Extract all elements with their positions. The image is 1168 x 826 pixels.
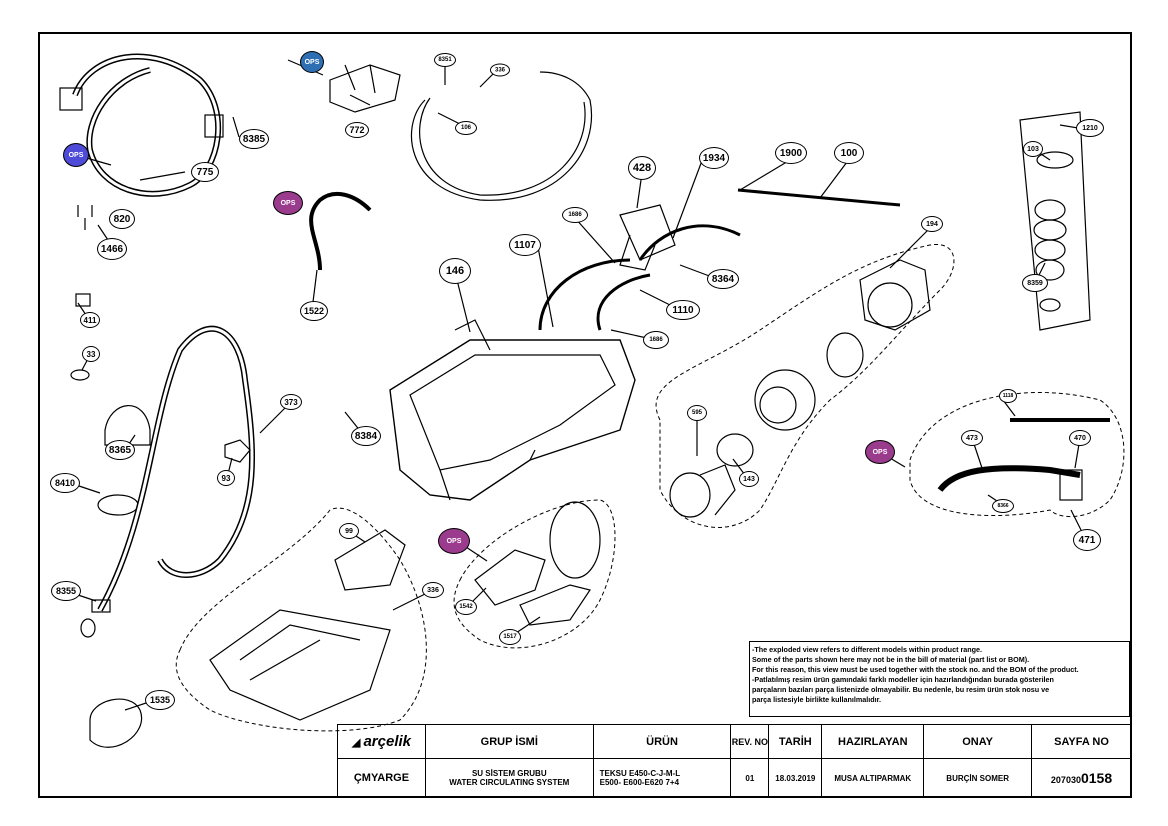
header-approval: ONAY [923,724,1033,759]
part-callout-1466: 1466 [97,238,127,260]
part-callout-194: 194 [921,216,943,232]
product-line-2: E500- E600-E620 7+4 [599,778,680,787]
part-callout-411: 411 [80,312,100,328]
part-callout-1686-top: 1686 [562,207,588,223]
brand-logo: ◢ arçelik [337,724,426,759]
brand-name: arçelik [363,733,411,750]
part-callout-8384: 8384 [351,426,381,446]
part-callout-8366: 8366 [992,499,1014,513]
part-callout-1522: 1522 [300,301,328,321]
ops-badge-1522: OPS [273,191,303,215]
note-line-5: parçaların bazıları parça listenizde olm… [752,685,1050,694]
part-callout-336-top: 336 [490,63,510,77]
part-callout-8410: 8410 [50,473,80,493]
part-callout-1900: 1900 [775,142,807,164]
part-callout-1686-bottom: 1686 [643,331,669,349]
part-callout-336-drawer: 336 [422,582,444,598]
page-number-suffix: 0158 [1080,770,1113,786]
prepared-cell: MUSA ALTIPARMAK [821,758,925,798]
part-callout-8351: 8351 [434,53,456,67]
date-cell: 18.03.2019 [768,758,823,798]
header-group: GRUP İSMİ [424,724,594,759]
part-callout-93: 93 [217,470,235,486]
ops-badge-772: OPS [300,51,324,73]
ops-badge-775: OPS [63,143,89,167]
header-product: ÜRÜN [592,724,732,759]
part-callout-595: 595 [687,405,707,421]
part-callout-8364: 8364 [707,269,739,289]
header-page: SAYFA NO [1031,724,1132,759]
group-line-1: SU SİSTEM GRUBU [471,769,547,778]
part-callout-8385: 8385 [239,129,269,149]
part-callout-373: 373 [280,394,302,410]
part-callout-106: 106 [455,121,477,135]
part-callout-1542: 1542 [455,599,477,615]
part-callout-1107: 1107 [509,234,541,256]
part-callout-473: 473 [961,430,983,446]
part-callout-143: 143 [739,471,759,487]
part-callout-775: 775 [191,162,219,182]
part-callout-99: 99 [339,523,359,539]
product-cell: TEKSU E450-C-J-M-L E500- E600-E620 7+4 [592,758,732,798]
part-callout-33: 33 [82,346,100,362]
page-number-cell: 2070300158 [1031,758,1132,798]
part-callout-1517: 1517 [499,629,521,645]
note-line-4: -Patlatılmış resim ürün gamındaki farklı… [752,675,1054,684]
exploded-view-note: -The exploded view refers to different m… [749,641,1130,717]
note-line-3: For this reason, this view must be used … [752,665,1079,674]
part-callout-428: 428 [628,156,656,180]
brand-mark-icon: ◢ [351,737,361,749]
part-callout-8365: 8365 [105,440,135,460]
page-number-prefix: 207030 [1050,775,1081,785]
part-callout-8355: 8355 [51,581,81,601]
approval-cell: BURÇİN SOMER [923,758,1033,798]
group-line-2: WATER CIRCULATING SYSTEM [449,778,570,787]
dept-cell: ÇMYARGE [337,758,426,798]
title-block: ◢ arçelik GRUP İSMİ ÜRÜN REV. NO TARİH H… [337,724,1132,798]
ops-badge-1542: OPS [438,528,470,554]
header-rev: REV. NO [730,724,770,759]
note-line-6: parça listesiyle birlikte kullanılmalıdı… [752,695,882,704]
product-line-1: TEKSU E450-C-J-M-L [599,769,681,778]
group-cell: SU SİSTEM GRUBU WATER CIRCULATING SYSTEM [424,758,594,798]
part-callout-1210: 1210 [1076,119,1104,137]
ops-badge-471: OPS [865,440,895,464]
part-callout-470: 470 [1069,430,1091,446]
part-callout-471: 471 [1073,529,1101,551]
header-date: TARİH [768,724,823,759]
header-prepared: HAZIRLAYAN [821,724,925,759]
part-callout-146: 146 [439,258,471,284]
part-callout-1535: 1535 [145,690,175,710]
rev-cell: 01 [730,758,770,798]
part-callout-100: 100 [834,142,864,164]
part-callout-1110: 1110 [666,300,700,320]
part-callout-8359: 8359 [1022,274,1048,292]
part-callout-1118: 1118 [999,389,1017,403]
note-line-2: Some of the parts shown here may not be … [752,655,1030,664]
part-callout-103: 103 [1023,141,1043,157]
part-callout-1934: 1934 [699,147,729,169]
note-line-1: -The exploded view refers to different m… [752,645,983,654]
part-callout-772: 772 [345,122,369,138]
part-callout-820: 820 [109,209,135,229]
